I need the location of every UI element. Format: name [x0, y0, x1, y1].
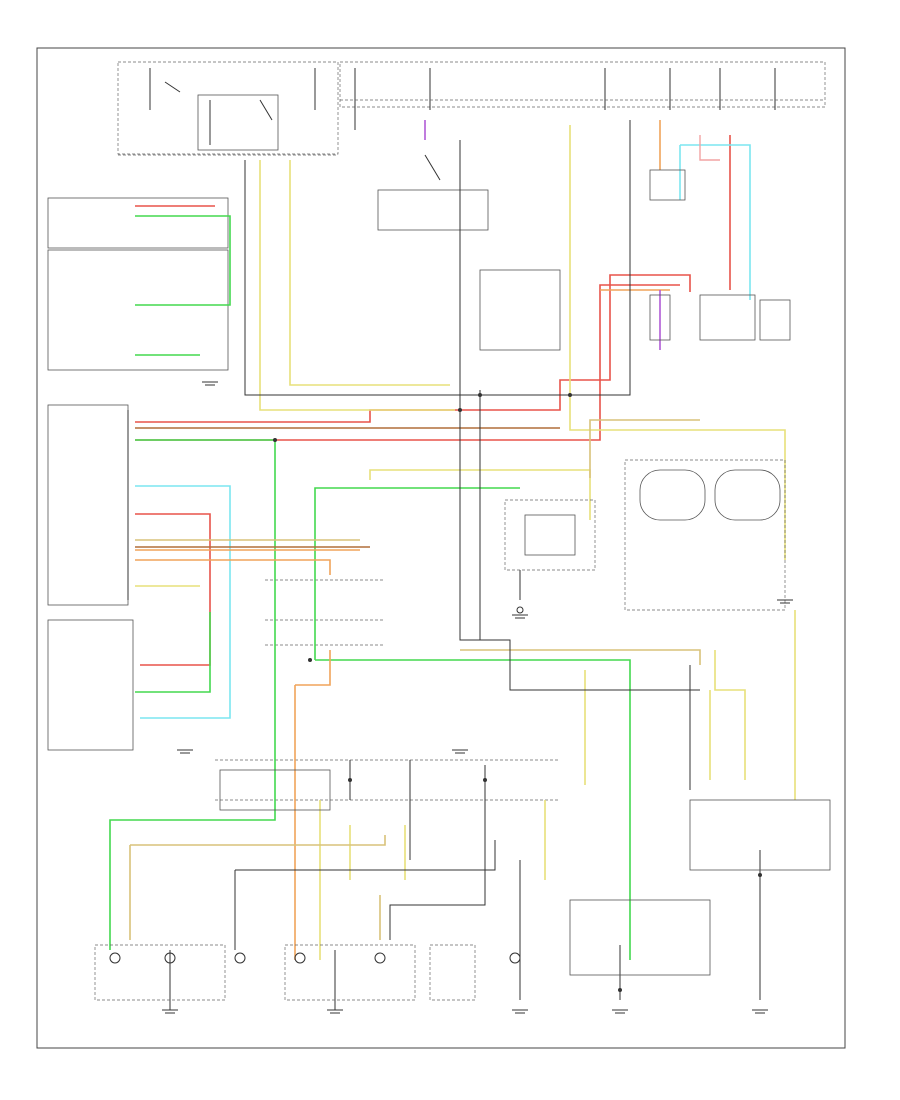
wire-orange: [135, 120, 670, 960]
harness-dashes: [118, 99, 825, 801]
wire-black: [169, 120, 761, 1010]
wire-pink: [699, 135, 720, 161]
diagram-frame: [36, 47, 846, 1049]
fuse-boxes-top: [47, 61, 826, 371]
turn-lamps-right: [624, 459, 786, 611]
wire-brown: [135, 427, 560, 548]
wire-yellow: [135, 125, 796, 960]
wire-light-green: [109, 215, 631, 960]
splice-dots: [273, 393, 762, 992]
left-connectors: [47, 404, 134, 751]
fuse-symbols: [149, 68, 776, 181]
hazard-switch: [479, 269, 561, 351]
wire-red: [135, 135, 731, 666]
wire-tan: [129, 419, 701, 940]
bottom-lamps: [94, 944, 521, 1001]
ground-symbols: [162, 381, 793, 1014]
trailer-connector: [649, 169, 791, 341]
multifunction-switch-relays: [219, 769, 831, 976]
wire-light-blue: [135, 144, 751, 719]
instrument-cluster: [504, 499, 596, 614]
